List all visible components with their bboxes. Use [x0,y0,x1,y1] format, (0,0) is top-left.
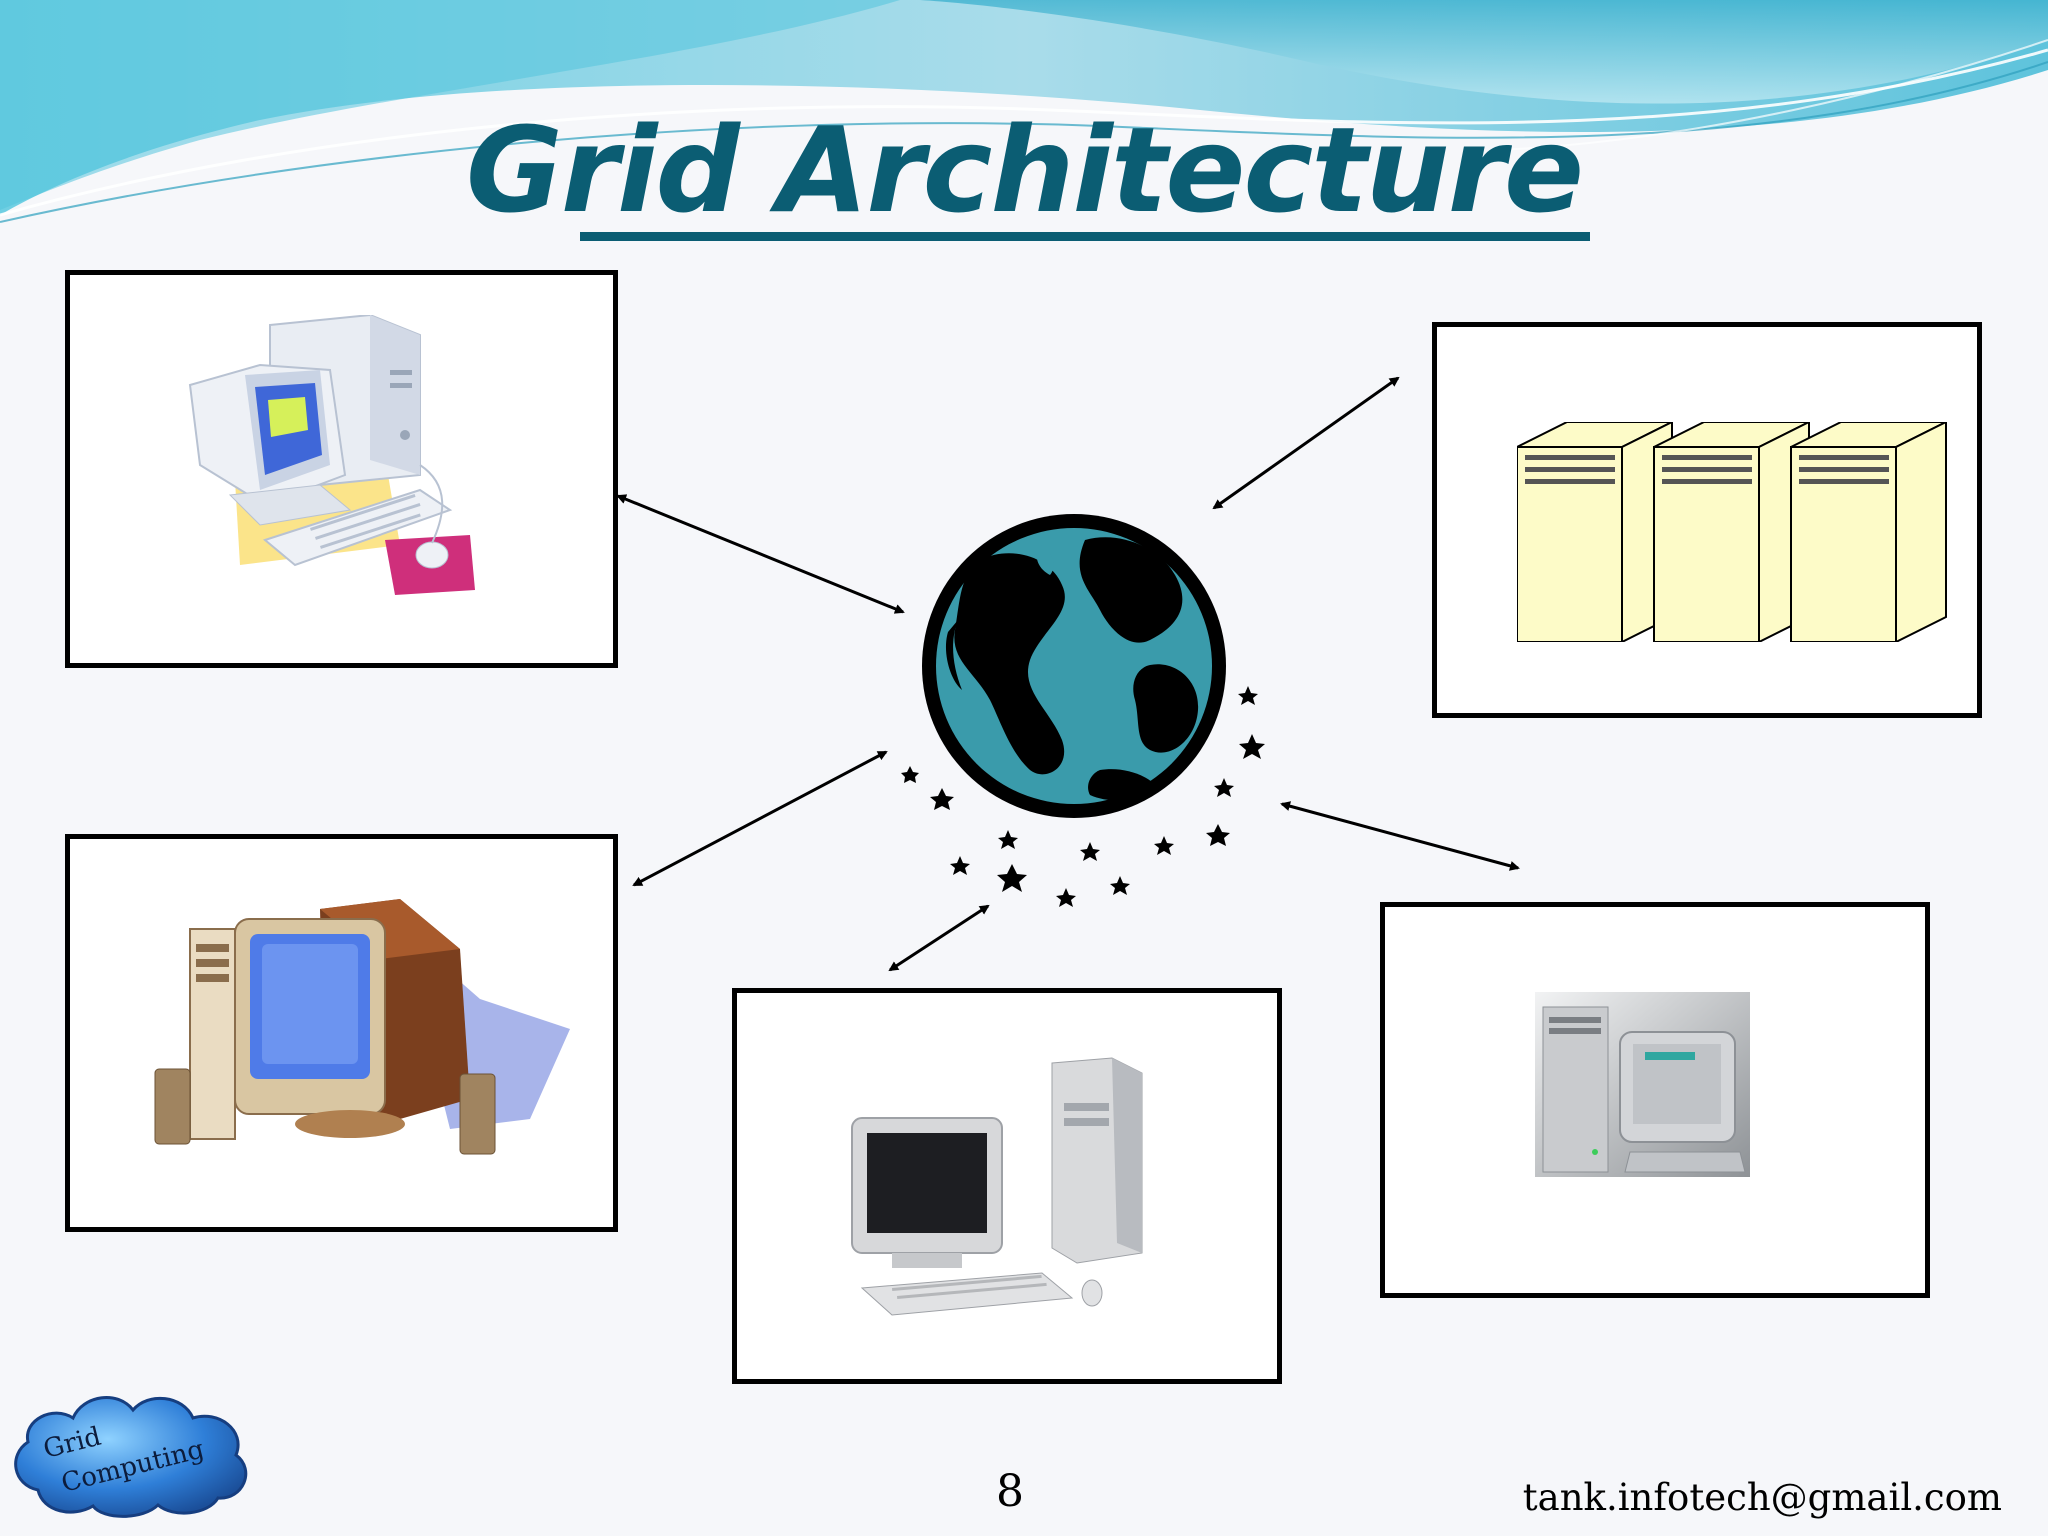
arrow-crt-to-globe [632,750,888,887]
desktop-computer-photo-icon [812,1043,1172,1343]
page-number: 8 [996,1466,1024,1517]
footer-email: tank.infotech@gmail.com [1522,1476,2002,1519]
node-desktop-pc [65,270,618,668]
arrow-globe-to-silver [1280,801,1520,871]
node-crt-workstation [65,834,618,1232]
server-tower-icon [1517,422,1947,642]
node-beige-desktop [732,988,1282,1384]
header-wave-decoration [0,0,2048,223]
desktop-computer-icon [188,315,475,595]
slide-title: Grid Architecture [466,101,1584,239]
node-silver-computer [1380,902,1930,1298]
grid-computing-logo: Grid Computing [14,1396,248,1518]
arrow-globe-to-servers [1212,376,1400,510]
arrow-photo-to-globe [888,904,990,972]
node-server-rack [1432,322,1982,718]
embossed-computer-icon [1535,992,1750,1177]
crt-computer-icon [154,899,570,1155]
title-underline [580,232,1590,241]
arrow-desktop-to-globe [616,494,905,614]
